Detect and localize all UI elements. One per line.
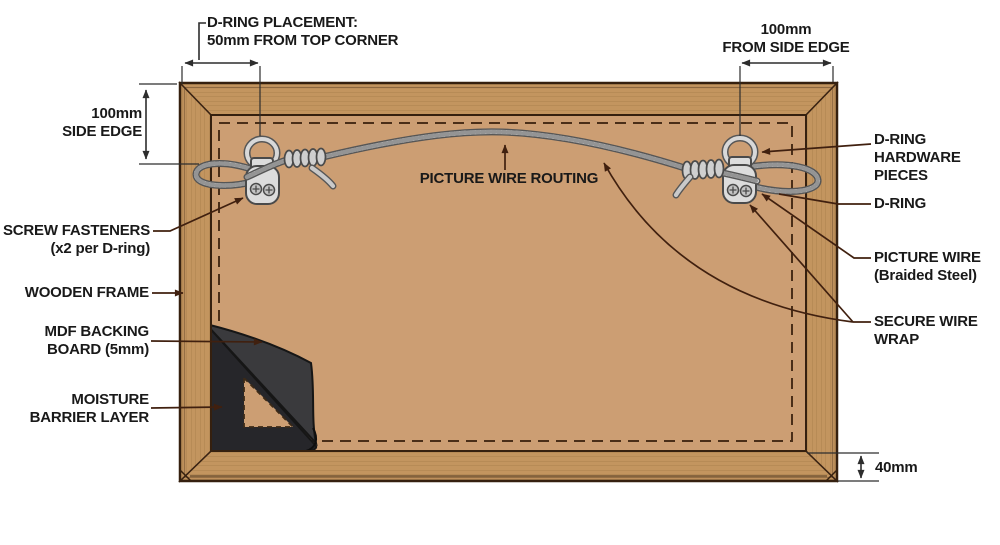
leader-moisture-barrier (150, 403, 223, 411)
leader-lines (150, 143, 872, 411)
wire-routing-label: PICTURE WIRE ROUTING (414, 170, 604, 188)
label-line: WRAP (874, 331, 920, 348)
wire-wrap-left (283, 147, 327, 169)
screw-fasteners-label: SCREW FASTENERS (x2 per D-ring) (3, 222, 150, 258)
moisture-barrier-layer (202, 321, 318, 452)
label-line: 40mm (875, 459, 918, 476)
leader-mdf-backing (150, 338, 263, 346)
wooden-frame (178, 81, 839, 483)
label-line: PICTURE WIRE (874, 249, 981, 266)
label-line: SIDE EDGE (62, 123, 142, 140)
label-line: BARRIER LAYER (29, 409, 150, 426)
leader-dring (778, 193, 871, 205)
label-line: BOARD (5mm) (47, 341, 149, 358)
dring-placement-label: D-RING PLACEMENT: 50mm FROM TOP CORNER (207, 14, 399, 50)
dring-label: D-RING (874, 195, 926, 213)
d-ring-right (676, 134, 757, 204)
label-line: 100mm (760, 21, 812, 38)
dring-hardware-label: D-RING HARDWARE PIECES (874, 131, 961, 185)
leader-dring-hardware (761, 143, 872, 155)
label-line: (x2 per D-ring) (50, 240, 150, 257)
dimension-lines (139, 22, 879, 482)
frame-bottom-bevels (179, 469, 838, 482)
label-line: FROM SIDE EDGE (722, 39, 850, 56)
label-line: MDF BACKING (44, 323, 150, 340)
d-ring-left (243, 135, 333, 205)
picture-wire-label: PICTURE WIRE (Braided Steel) (874, 249, 981, 285)
leader-secure-wrap-curved (603, 162, 854, 323)
leader-picture-wire (761, 193, 871, 259)
label-line: WOODEN FRAME (24, 284, 149, 301)
mdf-backing-label: MDF BACKING BOARD (5mm) (44, 323, 150, 359)
moisture-barrier-label: MOISTURE BARRIER LAYER (29, 391, 150, 427)
leader-screw-fasteners (153, 197, 244, 232)
side-edge-label: 100mm SIDE EDGE (62, 105, 142, 141)
label-line: D-RING PLACEMENT: (207, 14, 358, 31)
wooden-frame-label: WOODEN FRAME (25, 284, 149, 302)
from-side-edge-label: 100mm FROM SIDE EDGE (706, 21, 866, 57)
label-line: PICTURE WIRE ROUTING (419, 170, 599, 187)
label-line: PIECES (874, 167, 928, 184)
revealed-mdf-window (243, 375, 296, 428)
label-line: HARDWARE (874, 149, 961, 166)
label-line: D-RING (874, 195, 927, 212)
label-line: 100mm (91, 105, 142, 122)
frame-width-label: 40mm (875, 459, 918, 477)
label-line: MOISTURE (71, 391, 149, 408)
secure-wire-wrap-label: SECURE WIRE WRAP (874, 313, 978, 349)
label-line: (Braided Steel) (874, 267, 977, 284)
label-line: D-RING (874, 131, 927, 148)
barrier-peeled-flap (202, 322, 318, 447)
label-line: SECURE WIRE (874, 313, 978, 330)
label-line: 50mm FROM TOP CORNER (207, 32, 399, 49)
label-line: SCREW FASTENERS (2, 222, 150, 239)
backing-seal-dashed-line (218, 122, 793, 442)
dim-label-bracket (198, 22, 206, 60)
leader-secure-wrap-right (749, 204, 854, 323)
